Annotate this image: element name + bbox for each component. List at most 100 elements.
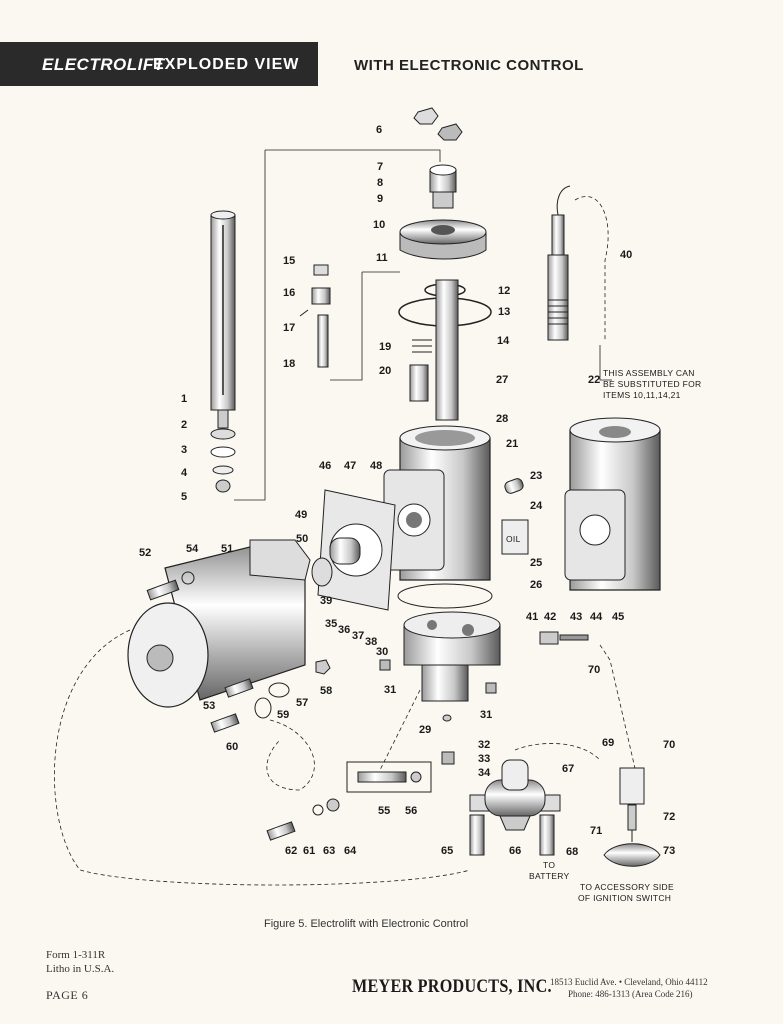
callout: 24 — [530, 500, 543, 512]
address-line: 18513 Euclid Ave. • Cleveland, Ohio 4411… — [550, 977, 708, 987]
callout: 4 — [181, 467, 188, 479]
callout: 70 — [588, 664, 600, 676]
company-address: 18513 Euclid Ave. • Cleveland, Ohio 4411… — [550, 976, 708, 1000]
callout: 16 — [283, 287, 295, 299]
callout: 60 — [226, 741, 238, 753]
brand-name: ELECTROLIFT — [42, 55, 165, 74]
small-hardware — [146, 478, 589, 841]
ignition-note-line: OF IGNITION SWITCH — [578, 893, 671, 903]
callout: 22 — [588, 374, 600, 386]
callout: 51 — [221, 543, 233, 555]
callout: 19 — [379, 341, 391, 353]
callout: 6 — [376, 124, 382, 136]
callout: 66 — [509, 845, 521, 857]
callout: 40 — [620, 249, 632, 261]
callout: 63 — [323, 845, 335, 857]
phone-line: Phone: 486-1313 (Area Code 216) — [568, 989, 693, 999]
callout: 45 — [612, 611, 624, 623]
pump-top-cap — [399, 219, 487, 260]
sensor-probe — [547, 185, 571, 341]
company-name: MEYER PRODUCTS, INC. — [352, 976, 552, 997]
callout: 11 — [376, 252, 388, 264]
callout: 41 — [526, 611, 538, 623]
callout: 31 — [480, 709, 492, 721]
oil-label: OIL — [506, 534, 521, 544]
callout: 55 — [378, 805, 390, 817]
callout: 62 — [285, 845, 297, 857]
figure-caption: Figure 5. Electrolift with Electronic Co… — [264, 918, 469, 930]
ignition-note-line: TO ACCESSORY SIDE — [580, 882, 674, 892]
callout: 69 — [602, 737, 614, 749]
page-number: PAGE 6 — [46, 988, 89, 1002]
callout: 64 — [344, 845, 357, 857]
callout: 37 — [352, 630, 364, 642]
top-nut-set — [413, 107, 463, 209]
callout: 9 — [377, 193, 383, 205]
battery-note-line: TO — [543, 860, 555, 870]
callout: 7 — [377, 161, 383, 173]
callout: 67 — [562, 763, 574, 775]
callout: 15 — [283, 255, 295, 267]
diagram-notes: THIS ASSEMBLY CAN BE SUBSTITUTED FOR ITE… — [506, 368, 701, 903]
leader-lines — [54, 149, 641, 886]
callout: 59 — [277, 709, 289, 721]
callout-labels: 6 7 8 9 10 11 12 13 14 15 16 17 18 19 20… — [139, 124, 675, 858]
callout: 72 — [663, 811, 675, 823]
callout: 42 — [544, 611, 556, 623]
alt-pump-body — [564, 417, 661, 591]
callout: 73 — [663, 845, 675, 857]
solenoid-switch — [469, 759, 561, 856]
assembly-note-line: THIS ASSEMBLY CAN — [603, 368, 695, 378]
form-number: Form 1-311R — [46, 949, 106, 961]
callout: 29 — [419, 724, 431, 736]
callout: 47 — [344, 460, 356, 472]
callout: 50 — [296, 533, 308, 545]
callout: 70 — [663, 739, 675, 751]
callout: 48 — [370, 460, 382, 472]
callout: 31 — [384, 684, 396, 696]
callout: 27 — [496, 374, 508, 386]
callout: 52 — [139, 547, 151, 559]
callout: 30 — [376, 646, 388, 658]
callout: 65 — [441, 845, 453, 857]
callout: 38 — [365, 636, 377, 648]
callout: 39 — [320, 595, 332, 607]
callout: 44 — [590, 611, 603, 623]
callout: 26 — [530, 579, 542, 591]
gasket-and-motor — [127, 489, 396, 708]
callout: 13 — [498, 306, 510, 318]
form-info: Form 1-311R Litho in U.S.A. — [46, 948, 114, 976]
header-banner — [0, 42, 318, 86]
callout: 57 — [296, 697, 308, 709]
callout: 53 — [203, 700, 215, 712]
callout: 20 — [379, 365, 391, 377]
callout: 46 — [319, 460, 331, 472]
callout: 3 — [181, 444, 187, 456]
callout: 71 — [590, 825, 602, 837]
callout: 32 — [478, 739, 490, 751]
callout: 28 — [496, 413, 508, 425]
callout: 61 — [303, 845, 315, 857]
callout: 25 — [530, 557, 542, 569]
callout: 33 — [478, 753, 490, 765]
callout: 2 — [181, 419, 187, 431]
battery-note-line: BATTERY — [529, 871, 570, 881]
callout: 56 — [405, 805, 417, 817]
valve-parts — [299, 264, 492, 421]
control-switch — [603, 767, 661, 867]
valve-block — [403, 611, 501, 702]
callout: 12 — [498, 285, 510, 297]
assembly-note-line: ITEMS 10,11,14,21 — [603, 390, 681, 400]
callout: 58 — [320, 685, 332, 697]
callout: 18 — [283, 358, 295, 370]
litho-note: Litho in U.S.A. — [46, 963, 115, 975]
callout: 68 — [566, 846, 578, 858]
bolt-inset — [346, 761, 432, 793]
callout: 43 — [570, 611, 582, 623]
callout: 35 — [325, 618, 337, 630]
callout: 21 — [506, 438, 518, 450]
callout: 10 — [373, 219, 385, 231]
header-subtitle: WITH ELECTRONIC CONTROL — [354, 57, 584, 74]
callout: 54 — [186, 543, 199, 555]
